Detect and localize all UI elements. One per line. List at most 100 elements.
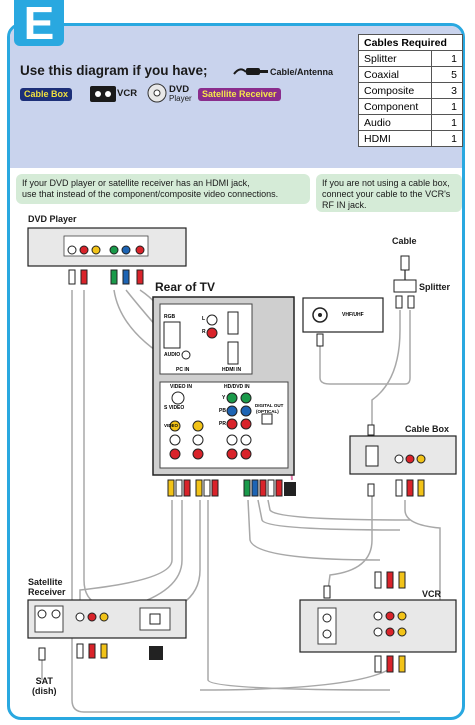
optical-out-jack — [261, 413, 273, 425]
coax-plug — [38, 647, 46, 661]
dvd-plugs — [68, 269, 144, 285]
cable-note-line: connect your cable to the VCR's — [322, 189, 451, 199]
plug — [259, 479, 267, 497]
plug — [386, 655, 394, 673]
pc-audio-jack — [181, 350, 191, 360]
s-video-jack — [171, 391, 185, 405]
jack-r — [169, 448, 181, 460]
jack-yellow — [397, 611, 407, 621]
r-label: R — [202, 329, 206, 335]
dvd-player-label: DVD Player — [28, 214, 77, 224]
sat-label-line: SAT — [35, 676, 53, 686]
jack-red — [385, 611, 395, 621]
plug — [80, 269, 88, 285]
plug — [243, 479, 251, 497]
plug — [122, 269, 130, 285]
coax-plug — [323, 585, 331, 599]
plug — [211, 479, 219, 497]
plug — [175, 479, 183, 497]
jack-r — [240, 448, 252, 460]
cable — [91, 500, 183, 616]
cable-box-rf-jack — [365, 445, 379, 467]
dvd-label: DVD — [169, 84, 190, 95]
vhf-uhf-jack-pin — [318, 313, 322, 317]
jack-red — [405, 454, 415, 464]
plug — [398, 655, 406, 673]
y-label: Y — [222, 395, 226, 401]
plug — [136, 269, 144, 285]
jack-yellow — [99, 612, 109, 622]
jack-red — [385, 627, 395, 637]
optical-label: (OPTICAL) — [256, 409, 279, 414]
cable — [319, 310, 411, 385]
dvd-player-label: DVD Player — [169, 85, 192, 103]
jack-l — [226, 434, 238, 446]
jack-l — [240, 434, 252, 446]
plug — [406, 479, 414, 497]
cable-note-line: If you are not using a cable box, — [322, 178, 450, 188]
sat-label-line: (dish) — [32, 686, 57, 696]
hdmi-note: If your DVD player or satellite receiver… — [16, 174, 310, 204]
pc-audio-label: AUDIO — [164, 352, 181, 358]
cable — [257, 499, 401, 531]
jack-white — [373, 611, 383, 621]
hdmi-note-line: If your DVD player or satellite receiver… — [22, 178, 250, 188]
jack-white — [75, 612, 85, 622]
cable-box-device — [349, 424, 457, 497]
sat-dish-label: SAT (dish) — [32, 676, 57, 696]
jack-l — [192, 434, 204, 446]
tv-rear-panel — [152, 296, 295, 476]
jack-audio-l — [206, 314, 218, 326]
cable-connector — [400, 255, 410, 271]
plug — [203, 479, 211, 497]
jack-r — [226, 448, 238, 460]
digital-out-label: DIGITAL OUT — [255, 403, 284, 408]
plug — [251, 479, 259, 497]
pb-label: PB — [219, 408, 226, 414]
cable — [327, 490, 373, 591]
satellite-receiver-badge: Satellite Receiver — [198, 88, 281, 101]
jack-yellow — [397, 627, 407, 637]
jack-audio-r — [206, 327, 218, 339]
video-label: VIDEO — [164, 423, 179, 428]
pc-in-label: PC IN — [176, 367, 190, 373]
cable — [404, 500, 441, 610]
cable — [267, 499, 411, 521]
video-in-label: VIDEO IN — [170, 384, 192, 390]
plug — [167, 479, 175, 497]
jack-pb — [240, 405, 252, 417]
pr-label: PR — [219, 421, 226, 427]
jack-y — [240, 392, 252, 404]
cable-label: Cable — [392, 236, 417, 246]
jack-white — [394, 454, 404, 464]
sat-in-jack — [37, 609, 47, 619]
vhf-uhf-label: VHF/UHF — [342, 312, 364, 318]
plug — [110, 269, 118, 285]
splitter-out-left — [395, 295, 403, 309]
cable — [83, 290, 101, 606]
plug — [100, 643, 108, 659]
jack-pr — [240, 418, 252, 430]
vcr-label: VCR — [117, 88, 138, 99]
jack-white — [67, 245, 77, 255]
satellite-receiver-label-line: Satellite — [28, 577, 63, 587]
plug — [395, 479, 403, 497]
plug — [267, 479, 275, 497]
splitter-label: Splitter — [419, 282, 451, 292]
jack-yellow — [91, 245, 101, 255]
hdmi-port — [227, 311, 239, 335]
plug — [76, 643, 84, 659]
cable — [371, 310, 401, 425]
hdmi-plug — [284, 482, 296, 496]
dvd-player-device — [27, 227, 187, 285]
plug — [417, 479, 425, 497]
vcr-cassette-icon — [90, 86, 116, 102]
hdmi-port-2 — [227, 341, 239, 365]
